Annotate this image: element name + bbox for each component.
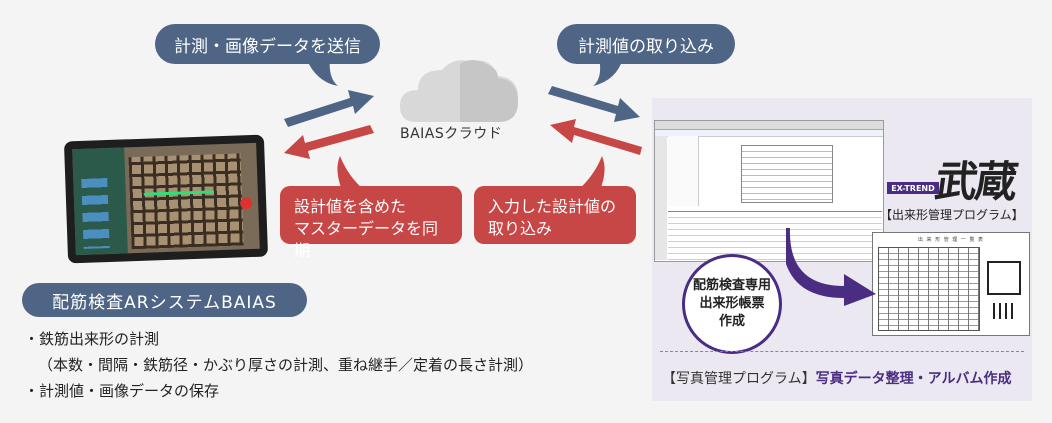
arrow-download-left (284, 125, 374, 159)
input-design-line1: 入力した設計値の (488, 197, 617, 216)
form-rebar-legs (993, 303, 1015, 319)
arrow-upload (284, 90, 374, 127)
output-form: 出 来 形 管 理 一 覧 表 (872, 232, 1030, 336)
photo-program-feature: 写真データ整理・アルバム作成 (815, 371, 1012, 387)
software-toolbar (655, 130, 883, 137)
master-sync-line1: 設計値を含めた (294, 197, 407, 216)
panel-divider (660, 351, 1024, 352)
software-sidebar (655, 136, 667, 260)
photo-program-label: 【写真管理プログラム】写真データ整理・アルバム作成 (662, 368, 1011, 388)
program-label: 【出来形管理プログラム】 (880, 208, 1024, 222)
system-title-badge: 配筋検査ARシステムBAIAS (22, 283, 307, 317)
import-values-text: 計測値の取り込み (578, 36, 714, 57)
input-design-bubble: 入力した設計値の 取り込み (474, 186, 636, 244)
input-bubble-tail (578, 156, 605, 190)
form-table (878, 247, 980, 331)
arrow-from-right (550, 119, 642, 155)
import-bubble-tail (593, 58, 623, 86)
feature-item: ・鉄筋出来形の計測 (24, 330, 160, 348)
send-bubble-tail (306, 58, 338, 86)
software-screenshot (654, 120, 884, 262)
badge-line: 配筋検査専用 (692, 278, 771, 293)
master-sync-bubble: 設計値を含めた マスターデータを同期 (280, 186, 462, 260)
input-design-line2: 取り込み (488, 219, 553, 238)
software-grid (668, 211, 882, 260)
rebar-form-badge: 配筋検査専用 出来形帳票 作成 (682, 254, 782, 354)
cloud-label: BAIASクラウド (400, 126, 503, 142)
send-data-text: 計測・画像データを送信 (174, 36, 361, 57)
cloud-icon (400, 60, 519, 122)
software-titlebar (655, 121, 883, 130)
form-title: 出 来 形 管 理 一 覧 表 (917, 237, 985, 243)
software-tree (668, 136, 699, 206)
feature-list: ・鉄筋出来形の計測 （本数・間隔・鉄筋径・かぶり厚さの計測、重ね継手／定着の長さ… (24, 326, 533, 404)
feature-item: ・計測値・画像データの保存 (24, 382, 220, 400)
master-bubble-tail (337, 156, 364, 190)
musashi-logo: 武蔵 (932, 157, 1020, 206)
form-rebar-diagram (987, 261, 1021, 295)
photo-program-name: 【写真管理プログラム】 (662, 371, 816, 387)
send-data-bubble: 計測・画像データを送信 (155, 24, 380, 64)
tablet-screen (72, 142, 260, 256)
arrow-to-right (548, 86, 640, 122)
form-output-arrow (786, 228, 876, 306)
software-form-preview (741, 145, 833, 203)
tablet-menu-buttons (81, 178, 110, 249)
import-values-bubble: 計測値の取り込み (557, 24, 735, 64)
master-sync-line2: マスターデータを同期 (294, 219, 439, 260)
feature-item: （本数・間隔・鉄筋径・かぶり厚さの計測、重ね継手／定着の長さ計測） (38, 356, 534, 374)
ex-trend-tag: EX-TREND (887, 182, 939, 194)
tablet-rebar-grid (128, 153, 244, 250)
badge-line: 作成 (718, 314, 745, 329)
tablet-device (63, 134, 269, 264)
badge-line: 出来形帳票 (699, 296, 765, 311)
tablet-record-button (239, 196, 253, 210)
